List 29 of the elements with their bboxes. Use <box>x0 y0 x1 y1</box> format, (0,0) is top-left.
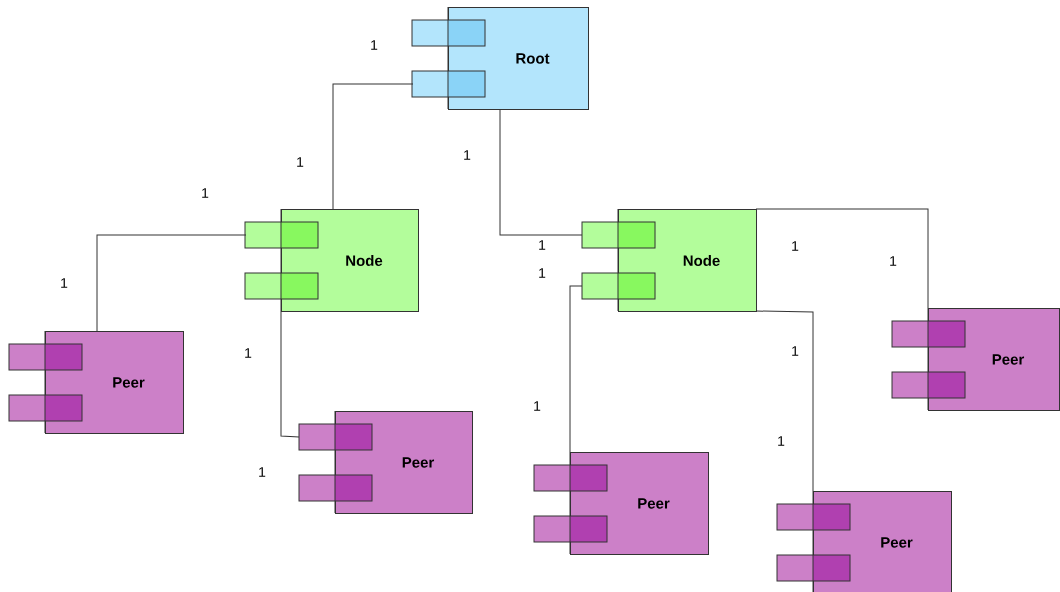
component-box: Peer <box>298 410 473 514</box>
component-box: Peer <box>533 451 709 555</box>
connector <box>569 285 583 453</box>
multiplicity-label: 1 <box>890 256 897 266</box>
multiplicity-label: 1 <box>61 278 68 288</box>
component-box: Peer <box>891 307 1060 411</box>
connector <box>755 208 929 309</box>
connector <box>755 310 814 492</box>
multiplicity-label: 1 <box>792 346 799 356</box>
multiplicity-label: 1 <box>202 188 209 198</box>
multiplicity-label: 1 <box>792 241 799 251</box>
multiplicity-label: 1 <box>464 150 471 160</box>
connector <box>332 83 414 210</box>
multiplicity-label: 1 <box>259 467 266 477</box>
multiplicity-label: 1 <box>245 348 252 358</box>
multiplicity-label: 1 <box>297 157 304 167</box>
multiplicity-label: 1 <box>539 240 546 250</box>
multiplicity-label: 1 <box>539 268 546 278</box>
component-box: Root <box>411 6 589 110</box>
component-box: Peer <box>8 330 184 434</box>
multiplicity-label: 1 <box>778 436 785 446</box>
component-box: Node <box>581 208 757 312</box>
multiplicity-label: 1 <box>534 401 541 411</box>
connector <box>96 234 247 332</box>
connector <box>499 108 583 236</box>
component-box: Node <box>244 208 419 312</box>
multiplicity-label: 1 <box>371 40 378 50</box>
connector <box>280 310 300 438</box>
component-box: Peer <box>776 490 952 592</box>
